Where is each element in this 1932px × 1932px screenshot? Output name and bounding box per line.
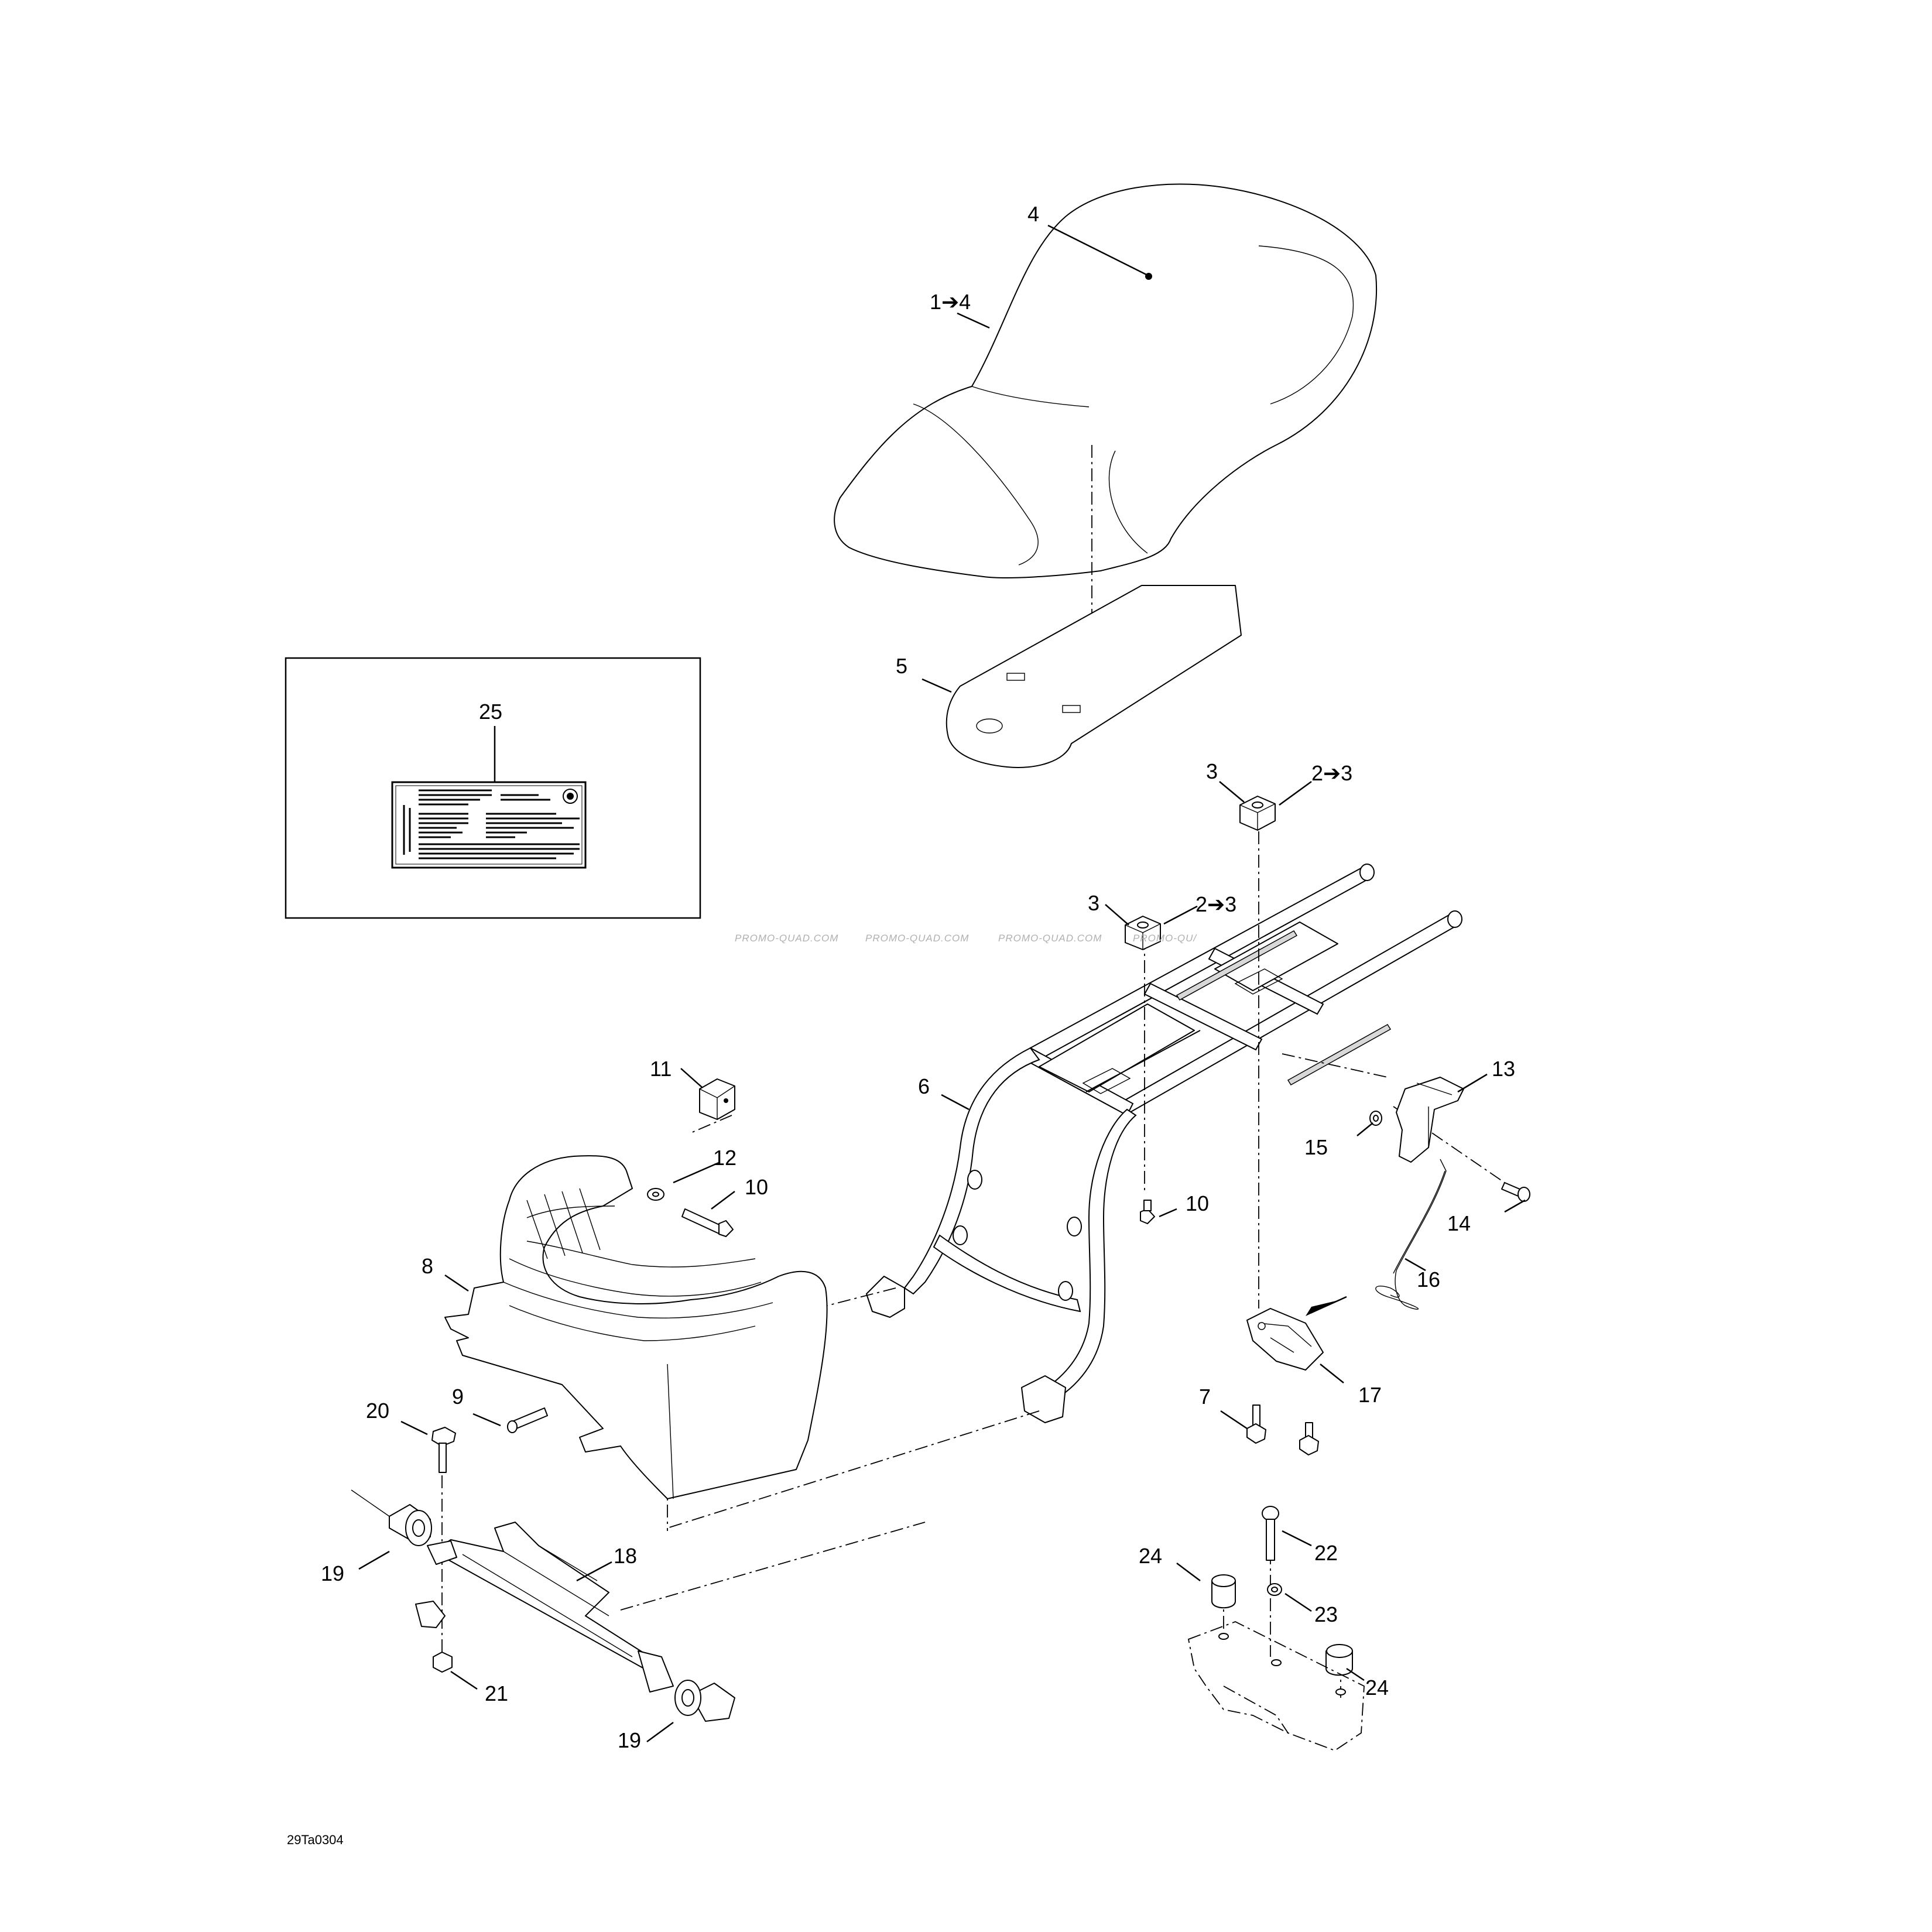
washer-15-part (1369, 1111, 1382, 1126)
callout-8: 8 (422, 1254, 433, 1278)
screw-10b-part (1140, 1200, 1155, 1224)
callout-2to3b: 2➔3 (1195, 892, 1236, 916)
callout-18: 18 (614, 1544, 637, 1568)
callout-labels: 4 1➔4 5 25 3 2➔3 3 2➔3 11 6 13 12 10 15 … (321, 202, 1515, 1752)
bushing-19a-part (351, 1489, 432, 1546)
callout-10a: 10 (745, 1175, 768, 1199)
watermark-text-4: PROMO-QU/ (1133, 933, 1197, 944)
nut-21-part (433, 1652, 453, 1673)
callout-16: 16 (1417, 1268, 1440, 1292)
callout-11: 11 (650, 1057, 672, 1081)
callout-9: 9 (452, 1385, 464, 1409)
callout-7: 7 (1199, 1385, 1211, 1409)
bolt-20-part (431, 1427, 456, 1473)
pin-14-part (1501, 1182, 1530, 1202)
callout-19a: 19 (321, 1561, 344, 1585)
watermark-text-3: PROMO-QUAD.COM (998, 933, 1102, 944)
clip-11-part (699, 1078, 735, 1120)
callout-17: 17 (1358, 1383, 1382, 1407)
watermark-text-1: PROMO-QUAD.COM (735, 933, 838, 944)
screw-10a-part (681, 1208, 734, 1237)
seat-base-part (946, 585, 1242, 768)
bolt-22-part (1262, 1506, 1279, 1561)
callout-3a: 3 (1206, 759, 1218, 783)
callout-21: 21 (485, 1681, 508, 1705)
callout-5: 5 (896, 654, 907, 678)
nut-3b-part (1125, 916, 1161, 950)
bumper-24b-part (1325, 1644, 1353, 1676)
callout-14: 14 (1447, 1211, 1471, 1235)
callout-20: 20 (366, 1399, 389, 1423)
label-inset (285, 657, 701, 919)
nut-3a-part (1239, 796, 1276, 831)
watermark-text-2: PROMO-QUAD.COM (865, 933, 969, 944)
cable-16-part (1375, 1159, 1447, 1310)
callout-2to3a: 2➔3 (1311, 761, 1352, 785)
seat-frame-part (866, 864, 1462, 1423)
callout-3b: 3 (1088, 891, 1099, 915)
screw-7-part (1246, 1405, 1319, 1455)
callout-13: 13 (1492, 1057, 1515, 1081)
callout-12: 12 (713, 1146, 737, 1170)
latch-17-part (1246, 1296, 1347, 1371)
callout-15: 15 (1304, 1135, 1328, 1159)
callout-22: 22 (1314, 1541, 1338, 1565)
callout-1to4: 1➔4 (930, 290, 971, 314)
watermark: PROMO-QUAD.COM PROMO-QUAD.COM PROMO-QUAD… (735, 933, 1197, 944)
bushing-19b-part (674, 1680, 735, 1722)
washer-23-part (1267, 1583, 1282, 1596)
bracket-18-part (415, 1522, 674, 1693)
drawing-code: 29Ta0304 (287, 1832, 344, 1847)
callout-24a: 24 (1139, 1544, 1162, 1568)
callout-19b: 19 (618, 1728, 641, 1752)
callout-23: 23 (1314, 1602, 1338, 1626)
mount-bracket-part (1187, 1621, 1365, 1752)
callout-10b: 10 (1186, 1191, 1209, 1215)
callout-6: 6 (918, 1074, 930, 1098)
screw-9-part (507, 1407, 548, 1433)
washer-12-part (647, 1188, 664, 1201)
rear-fender-part (444, 1155, 828, 1499)
seat-part (834, 183, 1377, 656)
callout-24b: 24 (1365, 1676, 1389, 1700)
bumper-24a-part (1211, 1574, 1236, 1609)
leader-lines (358, 224, 1526, 1743)
latch-bracket-13-part (1396, 1077, 1464, 1163)
callout-4: 4 (1027, 202, 1039, 226)
callout-25: 25 (479, 700, 502, 724)
